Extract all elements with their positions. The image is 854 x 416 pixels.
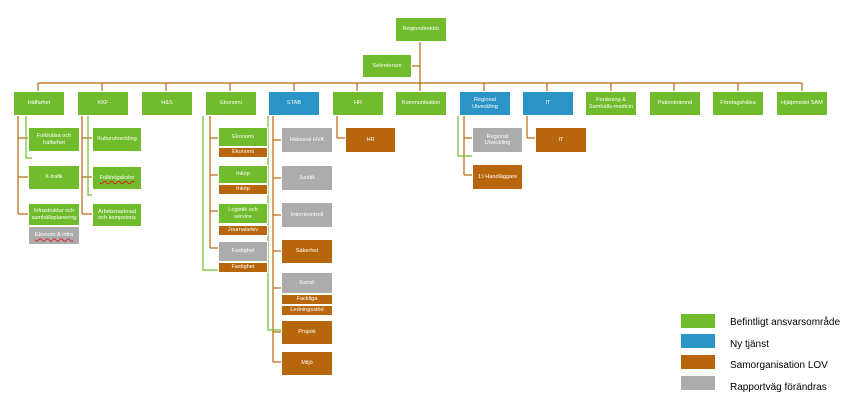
legend-label-ny: Ny tjänst bbox=[730, 339, 769, 350]
legend-swatch-befintligt bbox=[680, 313, 716, 329]
hr-top-box[interactable]: HR bbox=[332, 91, 384, 116]
folkhalsa-box[interactable]: Folkhälsa och hälfarhet bbox=[28, 127, 80, 152]
inkop-bar[interactable]: Inköp bbox=[218, 184, 268, 195]
halsoval-box[interactable]: Hälsoval HVK bbox=[281, 127, 333, 153]
patientnamnd-box[interactable]: Patientnämnd bbox=[649, 91, 701, 116]
hr-sub-box[interactable]: HR bbox=[345, 127, 396, 153]
fastighet-bar[interactable]: Fastighet bbox=[218, 262, 268, 273]
it-top-box[interactable]: IT bbox=[522, 91, 574, 116]
legend-label-samorg: Samorganisation LOV bbox=[730, 360, 828, 371]
arbetsmarknad-box[interactable]: Arbetsmarknad och kompetens bbox=[92, 203, 142, 227]
folkhogskolor-box[interactable]: Folkhögskolor bbox=[92, 166, 142, 190]
legend-label-rapport: Rapportväg förändras bbox=[730, 382, 827, 393]
fastighet-box[interactable]: Fastighet bbox=[218, 241, 268, 262]
inkop-box[interactable]: Inköp bbox=[218, 165, 268, 184]
kommunikation-box[interactable]: Kommunikation bbox=[395, 91, 447, 116]
folkhogskolor-label: Folkhögskolor bbox=[99, 174, 135, 181]
forskning-box[interactable]: Forskning & Samhälls-medicin bbox=[585, 91, 637, 116]
regiondirektor-box[interactable]: Regiondirektör bbox=[395, 17, 447, 42]
legend-label-befintligt: Befintligt ansvarsområde bbox=[730, 317, 841, 328]
x-trafik-box[interactable]: X-trafik bbox=[28, 165, 80, 190]
legend-swatch-samorg bbox=[680, 354, 716, 370]
regional-utveckling-box[interactable]: Regional Utveckling bbox=[459, 91, 511, 116]
legend-swatch-ny bbox=[680, 333, 716, 349]
ekonom-infra-label: Ekonom & infra bbox=[34, 232, 74, 239]
sakerhet-box[interactable]: Säkerhet bbox=[281, 239, 333, 264]
ekonomi-top-box[interactable]: Ekonomi bbox=[205, 91, 257, 116]
foretagshalsa-box[interactable]: Företagshälsa bbox=[712, 91, 764, 116]
legend-swatch-rapport bbox=[680, 375, 716, 391]
projekt-box[interactable]: Projekt bbox=[281, 320, 333, 345]
ekonomi-bar[interactable]: Ekonomi bbox=[218, 147, 268, 158]
journalarkiv-bar[interactable]: Journalarkiv bbox=[218, 225, 268, 236]
ledningsstod-bar[interactable]: Ledningsstöd bbox=[281, 305, 333, 316]
juridik-box[interactable]: Juridik bbox=[281, 165, 333, 191]
stab-box[interactable]: STAB bbox=[268, 91, 320, 116]
sekreterare-box[interactable]: Sekreterare bbox=[362, 54, 412, 78]
hjalpmedel-box[interactable]: Hjälpmedel SAM bbox=[776, 91, 828, 116]
fackliga-bar[interactable]: Fackliga bbox=[281, 294, 333, 305]
miljo-box[interactable]: Miljö bbox=[281, 351, 333, 376]
it-sub-box[interactable]: IT bbox=[535, 127, 587, 153]
ekonomi-sub-box[interactable]: Ekonomi bbox=[218, 127, 268, 147]
kansli-box[interactable]: Kansli bbox=[281, 272, 333, 294]
halsfarhet-box[interactable]: Hälfarhet bbox=[13, 91, 65, 116]
kkf-box[interactable]: KKF bbox=[77, 91, 129, 116]
regional-utv-sub-box[interactable]: Regional Utveckling bbox=[472, 127, 523, 153]
ekonom-infra-box[interactable]: Ekonom & infra bbox=[28, 226, 80, 245]
internkontroll-box[interactable]: Internkontroll bbox=[281, 202, 333, 228]
infrastruktur-box[interactable]: Infrastruktur och samhällsplanering bbox=[28, 203, 80, 226]
kulturutveckling-box[interactable]: Kulturutveckling bbox=[92, 127, 142, 152]
hs-box[interactable]: H&S bbox=[141, 91, 193, 116]
logistik-box[interactable]: Logistik och service bbox=[218, 203, 268, 224]
handlaggare-box[interactable]: 1:l Handläggare bbox=[472, 164, 523, 190]
